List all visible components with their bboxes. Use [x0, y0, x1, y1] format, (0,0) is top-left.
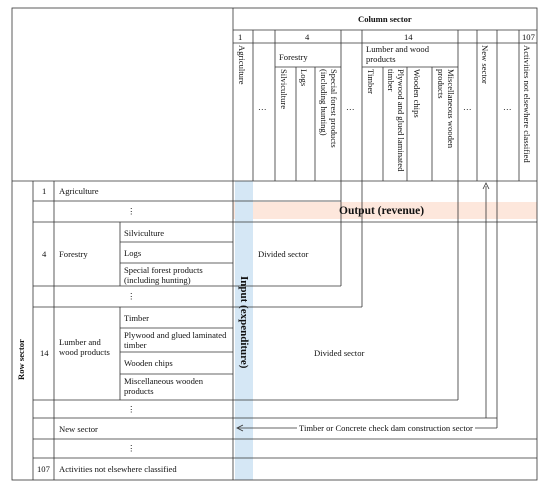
row-timber: Timber — [124, 313, 149, 323]
row-sector-header: Row sector — [16, 339, 26, 380]
col-timber: Timber — [366, 69, 376, 94]
row-silviculture: Silviculture — [124, 228, 165, 238]
row-num-lumber: 14 — [40, 348, 49, 358]
input-band — [235, 181, 253, 480]
row-agriculture: Agriculture — [59, 186, 99, 196]
row-ellipsis-4: ⋮ — [127, 443, 136, 453]
col-num-last: 107 — [522, 32, 535, 42]
row-ellipsis-3: ⋮ — [127, 404, 136, 414]
col-logs: Logs — [299, 69, 309, 87]
col-ellipsis-1: … — [258, 102, 267, 112]
col-num-forestry: 4 — [305, 32, 310, 42]
col-wooden-chips: Wooden chips — [412, 69, 422, 118]
col-num-lumber: 14 — [404, 32, 413, 42]
row-lumber-wood: Lumber and wood products — [59, 337, 110, 357]
col-new-sector: New sector — [480, 45, 490, 84]
timber-concrete-label: Timber or Concrete check dam constructio… — [297, 423, 475, 433]
row-wooden-chips: Wooden chips — [124, 358, 173, 368]
col-num-agriculture: 1 — [238, 32, 243, 42]
row-ellipsis-2: ⋮ — [127, 291, 136, 301]
row-misc-wooden: Miscellaneous wooden products — [124, 376, 203, 396]
col-silviculture: Silviculture — [279, 69, 289, 110]
row-activities-nec: Activities not elsewhere classified — [59, 464, 177, 474]
col-ellipsis-3: … — [463, 102, 472, 112]
column-sector-header: Column sector — [358, 14, 412, 24]
col-activities-nec: Activities not elsewhere classified — [522, 45, 532, 163]
row-plywood: Plywood and glued laminated timber — [124, 330, 227, 350]
row-logs: Logs — [124, 248, 142, 258]
table-grid — [11, 7, 538, 481]
row-forestry: Forestry — [59, 249, 88, 259]
col-special-forest: Special forest products (including hunti… — [319, 69, 339, 148]
output-label: Output (revenue) — [339, 205, 425, 217]
row-num-agriculture: 1 — [42, 186, 47, 196]
col-forestry: Forestry — [279, 52, 308, 62]
row-special-forest: Special forest products (including hunti… — [124, 265, 203, 285]
row-new-sector: New sector — [59, 424, 98, 434]
col-misc-wooden: Miscellaneous wooden products — [436, 69, 456, 148]
divided-sector-1: Divided sector — [258, 249, 309, 259]
col-plywood: Plywood and glued laminated timber — [386, 69, 406, 172]
col-ellipsis-4: … — [503, 102, 512, 112]
col-lumber-wood: Lumber and wood products — [366, 44, 430, 64]
row-num-forestry: 4 — [42, 249, 47, 259]
input-label: Input (expenditure) — [238, 276, 250, 369]
col-ellipsis-2: … — [346, 102, 355, 112]
col-agriculture: Agriculture — [237, 45, 247, 85]
output-band — [233, 202, 537, 219]
row-num-last: 107 — [37, 464, 50, 474]
row-ellipsis-1: ⋮ — [127, 206, 136, 216]
divided-sector-2: Divided sector — [314, 348, 365, 358]
